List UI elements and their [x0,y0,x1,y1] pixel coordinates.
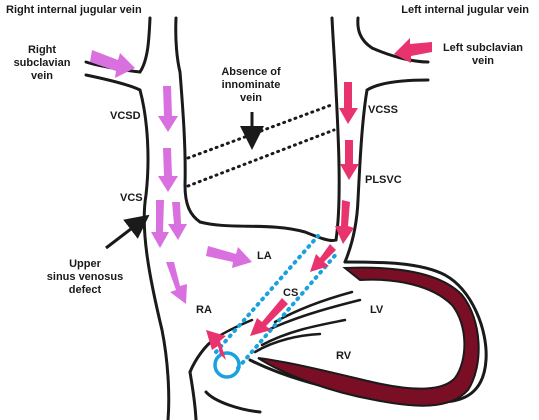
label-cs: CS [283,287,299,299]
label-left-subclavian-vein: Left subclavian vein [442,42,524,67]
myocardium [257,266,480,407]
label-lv: LV [370,304,384,316]
label-right-subclavian-vein: Right subclavian vein [13,44,71,82]
flow-arrow-vcss [339,82,358,124]
label-plsvc: PLSVC [365,174,402,186]
absent-innominate-vein [186,102,336,188]
flow-arrow-vcsd-1 [158,86,178,132]
flow-arrow-to-ra [166,262,187,304]
label-vcsd: VCSD [110,110,141,122]
flow-arrow-vcs [168,202,187,240]
left-vena-cava-outline [198,16,430,264]
label-la: LA [257,250,272,262]
flow-arrow-to-ra-from-cs [206,330,226,360]
label-vcss: VCSS [368,104,398,116]
label-upper-sinus-venosus-defect: Upper sinus venosus defect [46,258,124,296]
label-ra: RA [196,304,212,316]
red-flow-arrows [206,38,432,360]
label-rv: RV [336,350,352,362]
flow-arrow-cs-lower [250,298,288,336]
flow-arrow-to-la [206,246,252,268]
coronary-sinus-dotted-path [214,234,340,370]
flow-arrow-vcsd-2 [158,148,178,192]
label-right-internal-jugular-vein: Right internal jugular vein [6,4,142,16]
sinus-defect-pointer-arrow [105,214,150,250]
pink-flow-arrows [90,50,252,304]
label-vcs: VCS [120,192,143,204]
coronary-sinus-ostium [213,351,241,379]
septum-lines [214,290,362,354]
label-left-internal-jugular-vein: Left internal jugular vein [401,4,529,16]
flow-arrow-right-subclavian [90,50,135,78]
flow-arrow-cs-upper [310,244,336,272]
right-vena-cava-outline [84,16,202,420]
flow-arrow-plsvc-1 [340,140,359,180]
flow-arrow-plsvc-2 [335,200,354,244]
flow-arrow-left-subclavian [394,38,432,63]
label-absence-of-innominate-vein: Absence of innominate vein [221,66,281,104]
flow-arrow-upper-defect [151,200,169,248]
